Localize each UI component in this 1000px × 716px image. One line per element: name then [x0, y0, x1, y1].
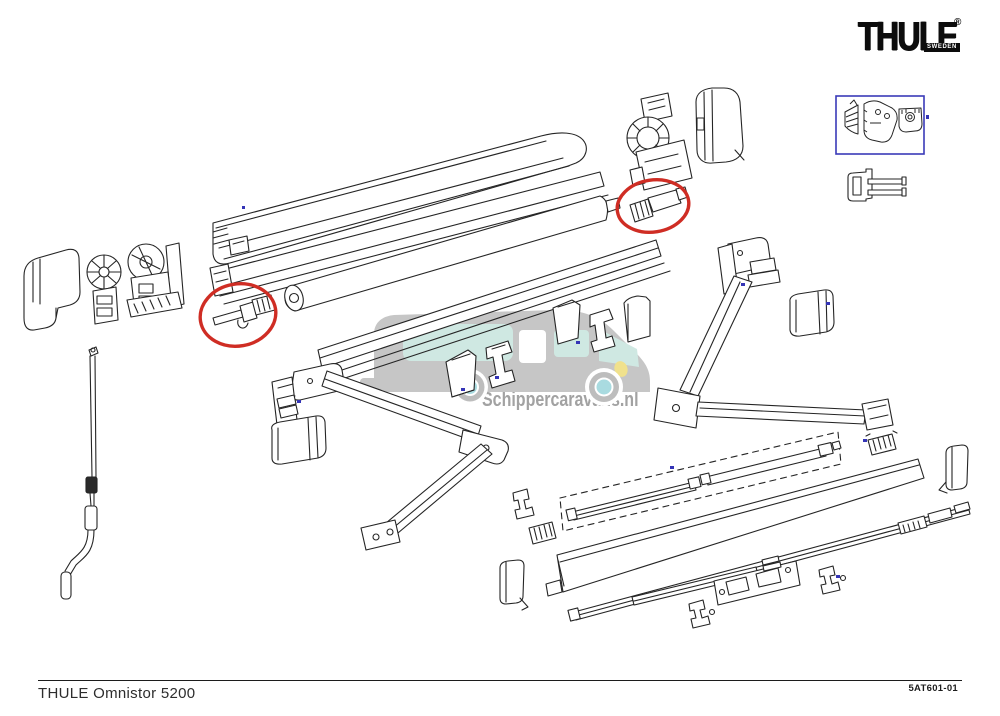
- right-articulated-arm: [653, 237, 894, 431]
- lead-rail-front-panel: [545, 458, 925, 597]
- document-code: 5AT601-01: [908, 683, 958, 694]
- highlight-circles: [198, 178, 691, 348]
- clamp-bracket-small: [589, 308, 616, 353]
- awning-fabric: [317, 239, 671, 382]
- bracket-pair-left: [512, 488, 535, 520]
- link-marker[interactable]: [297, 400, 301, 403]
- clamp-bracket-small: [485, 340, 516, 389]
- bracket-pair-middle: [688, 599, 716, 629]
- product-title: THULE Omnistor 5200: [38, 685, 196, 702]
- cone-knob-icon: [844, 99, 859, 135]
- link-marker[interactable]: [670, 466, 674, 469]
- mounting-plate-small: [552, 299, 581, 345]
- link-marker[interactable]: [926, 115, 929, 119]
- roller-drive-adapter: [629, 186, 689, 223]
- bracket-cap-icon: [898, 107, 923, 133]
- mounting-plate-small: [445, 349, 477, 398]
- link-marker[interactable]: [836, 575, 840, 578]
- footer-divider: [38, 680, 962, 681]
- left-arm-cover: [271, 415, 327, 465]
- tension-rafter-dashed-box: [559, 431, 842, 532]
- motor-gear-assembly: [626, 92, 693, 191]
- link-marker[interactable]: [741, 283, 745, 286]
- left-highlight-circle: [198, 282, 278, 348]
- link-marker[interactable]: [495, 376, 499, 379]
- spigot-connector: [212, 294, 276, 329]
- roller-tube: [284, 195, 621, 312]
- link-marker[interactable]: [863, 439, 867, 442]
- ribbed-block-left: [528, 521, 557, 545]
- small-tube-pieces: [761, 555, 782, 572]
- end-cap-small-left: [499, 559, 529, 611]
- hole-plate-icon: [863, 100, 898, 143]
- right-arm-cover: [789, 289, 835, 337]
- link-marker[interactable]: [461, 388, 465, 391]
- link-marker[interactable]: [242, 206, 245, 209]
- crank-rod: [60, 346, 99, 600]
- detail-inset-box[interactable]: [835, 95, 929, 155]
- support-rail-short: [631, 560, 801, 606]
- bracket-pair-right: [818, 565, 847, 595]
- left-articulated-arm: [271, 363, 509, 551]
- thule-logo-sweden-tag: SWEDEN: [924, 43, 960, 53]
- link-marker[interactable]: [576, 341, 580, 344]
- cassette-lid: [212, 132, 587, 265]
- part-link-markers: [242, 206, 867, 578]
- end-cap-right-cover: [695, 87, 745, 164]
- thule-logo: THULE ® SWEDEN: [858, 16, 978, 64]
- ribbed-block-right: [865, 430, 898, 456]
- registered-trademark-symbol: ®: [954, 17, 962, 28]
- right-highlight-circle: [615, 178, 691, 234]
- gearbox-bracket: [126, 242, 185, 318]
- gear-wheel: [86, 254, 122, 325]
- end-cap-left-cover: [23, 248, 81, 331]
- pronged-mounting-bracket: [847, 168, 907, 202]
- link-marker[interactable]: [826, 302, 830, 305]
- wall-panel-small: [623, 295, 651, 343]
- end-cap-small-right: [938, 444, 969, 494]
